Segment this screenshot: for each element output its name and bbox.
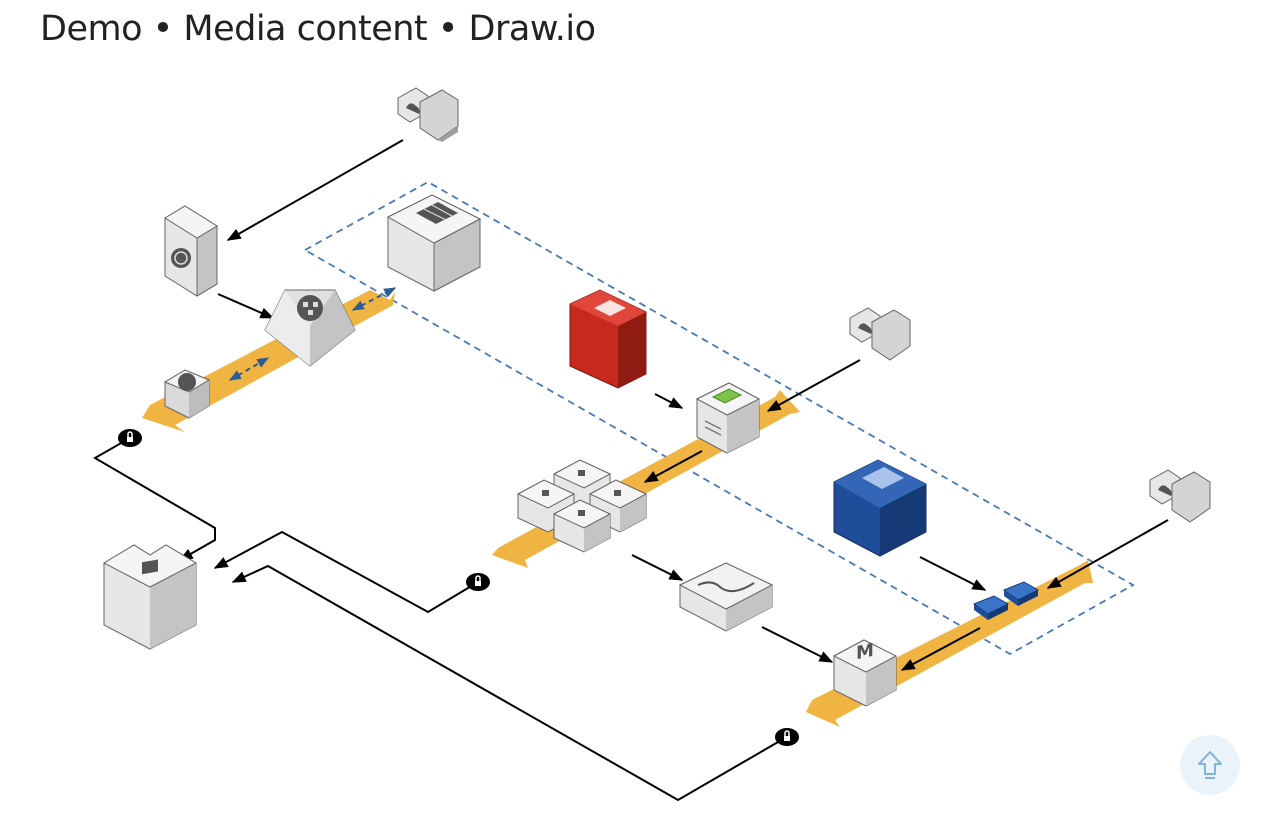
- cache-node-icon: [163, 369, 211, 419]
- content-store-icon: [102, 544, 198, 650]
- arrow-up-icon: [1198, 751, 1222, 779]
- connectors: [93, 139, 1169, 802]
- user-client-icon-middle: [849, 307, 911, 361]
- media-converter-icon: M: [832, 639, 898, 707]
- lock-icon: [466, 573, 490, 591]
- page-title: Demo • Media content • Draw.io: [40, 9, 596, 49]
- svg-text:M: M: [856, 640, 874, 665]
- blue-database-icon: [833, 459, 927, 557]
- dns-server-icon: [164, 205, 218, 297]
- user-client-icon-top: [397, 87, 459, 142]
- blue-chip-icon: [972, 595, 1010, 620]
- workflow-box-icon: [678, 562, 774, 632]
- load-balancer-icon: [264, 289, 356, 367]
- storage-tower-icon: [386, 194, 482, 292]
- red-database-icon: [569, 289, 647, 389]
- lock-icon: [118, 429, 142, 447]
- scroll-to-top-button[interactable]: [1180, 735, 1240, 795]
- green-app-server-icon: [695, 382, 761, 454]
- lock-icon: [775, 728, 799, 746]
- server-cluster-icon: [516, 459, 648, 553]
- group-boundary: [303, 180, 1135, 656]
- user-client-icon-right: [1149, 469, 1211, 523]
- blue-chip-icon: [1002, 581, 1040, 606]
